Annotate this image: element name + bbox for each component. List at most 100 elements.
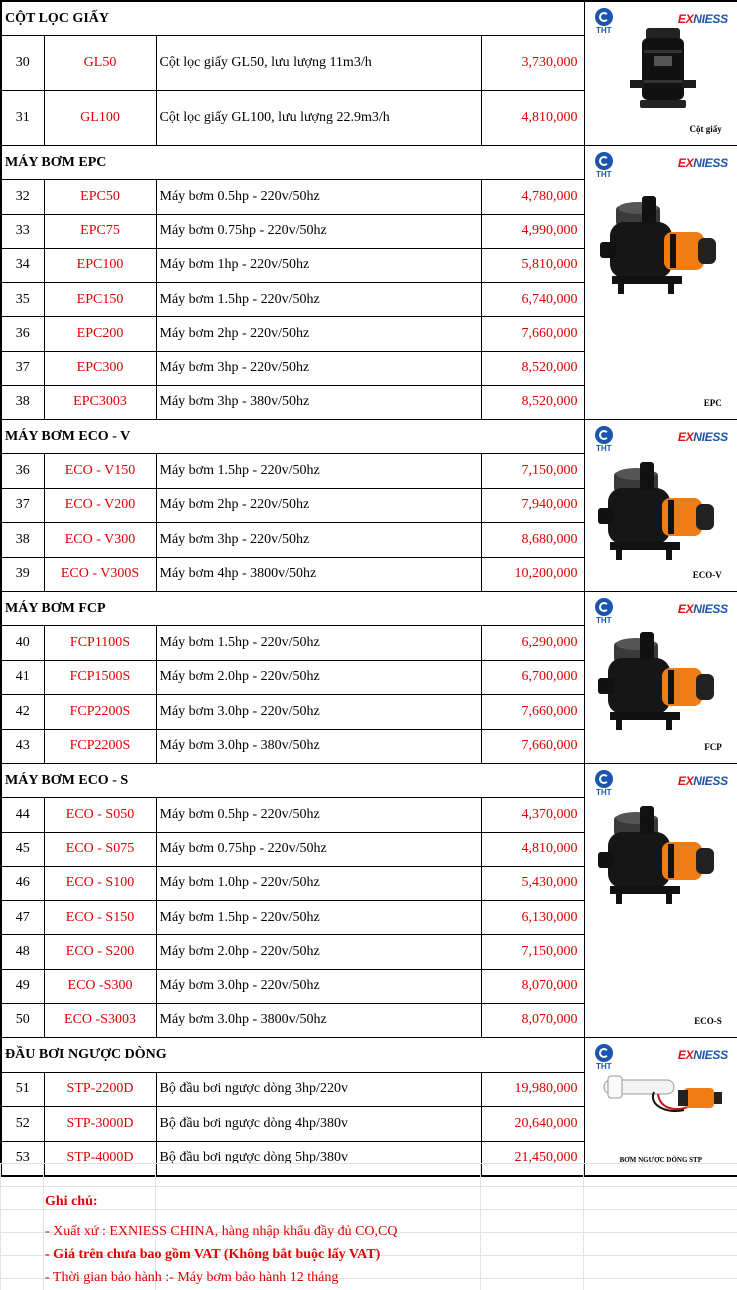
product-description: Máy bơm 0.75hp - 220v/50hz xyxy=(155,213,482,249)
product-price: 8,680,000 xyxy=(480,522,585,558)
row-number: 45 xyxy=(0,831,45,867)
product-code: FCP2200S xyxy=(43,728,157,765)
exniess-logo: EXNIESS xyxy=(678,602,728,616)
product-code: EPC3003 xyxy=(43,384,157,421)
product-price: 5,430,000 xyxy=(480,865,585,902)
exniess-logo-rest: NIESS xyxy=(693,602,728,616)
product-price: 7,660,000 xyxy=(480,728,585,765)
row-number: 36 xyxy=(0,453,45,489)
product-code: FCP1100S xyxy=(43,625,157,661)
product-code: ECO - V300S xyxy=(43,556,157,593)
product-description: Bộ đầu bơi ngược dòng 3hp/220v xyxy=(155,1071,482,1108)
product-caption: Cột giấy xyxy=(689,124,722,134)
product-description: Máy bơm 3.0hp - 220v/50hz xyxy=(155,968,482,1004)
tht-label: THT xyxy=(596,1062,612,1071)
section-title: MÁY BƠM FCP xyxy=(0,590,585,627)
exniess-logo-rest: NIESS xyxy=(693,430,728,444)
tht-label: THT xyxy=(596,26,612,35)
product-code: ECO - S075 xyxy=(43,831,157,867)
product-price: 6,700,000 xyxy=(480,659,585,696)
exniess-logo-accent: EX xyxy=(677,1048,694,1062)
exniess-logo: EXNIESS xyxy=(678,1048,728,1062)
product-code: ECO -S300 xyxy=(43,968,157,1004)
product-code: ECO -S3003 xyxy=(43,1002,157,1039)
product-price: 5,810,000 xyxy=(480,247,585,284)
product-image: THT EXNIESS ECO-S xyxy=(588,765,734,1033)
product-price: 3,730,000 xyxy=(480,35,585,92)
exniess-logo-accent: EX xyxy=(677,12,694,26)
tht-swirl-icon xyxy=(594,8,613,26)
product-price: 20,640,000 xyxy=(480,1106,585,1142)
note-warranty: - Thời gian bảo hành :- Máy bơm bảo hành… xyxy=(45,1270,339,1285)
exniess-logo: EXNIESS xyxy=(678,156,728,170)
tht-label: THT xyxy=(596,444,612,453)
tht-logo: THT xyxy=(594,8,614,35)
product-price: 6,130,000 xyxy=(480,899,585,936)
product-description: Máy bơm 3hp - 220v/50hz xyxy=(155,522,482,558)
section-header-row: ĐẦU BƠI NGƯỢC DÒNG THT EXNIESS BƠM NGƯỢC… xyxy=(0,1037,737,1177)
pool-pump-icon xyxy=(596,622,726,742)
product-code: EPC200 xyxy=(43,316,157,352)
row-number: 32 xyxy=(0,179,45,215)
tht-swirl-icon xyxy=(594,770,613,788)
exniess-logo: EXNIESS xyxy=(678,774,728,788)
product-code: ECO - S150 xyxy=(43,899,157,936)
row-number: 44 xyxy=(0,797,45,833)
product-code: GL100 xyxy=(43,90,157,146)
section-title: ĐẦU BƠI NGƯỢC DÒNG xyxy=(0,1037,585,1073)
product-code: STP-3000D xyxy=(43,1106,157,1142)
exniess-logo: EXNIESS xyxy=(678,430,728,444)
exniess-logo-rest: NIESS xyxy=(693,774,728,788)
section-title: MÁY BƠM EPC xyxy=(0,144,585,181)
exniess-logo-rest: NIESS xyxy=(693,12,728,26)
tht-swirl-icon xyxy=(594,1044,613,1062)
exniess-logo-rest: NIESS xyxy=(693,1048,728,1062)
product-image: THT EXNIESS FCP xyxy=(588,593,734,759)
product-price: 4,990,000 xyxy=(480,213,585,249)
product-price: 8,070,000 xyxy=(480,1002,585,1039)
product-code: FCP1500S xyxy=(43,659,157,696)
product-price: 7,150,000 xyxy=(480,453,585,489)
row-number: 42 xyxy=(0,694,45,730)
grid-line xyxy=(480,1163,481,1290)
product-description: Máy bơm 3.0hp - 220v/50hz xyxy=(155,694,482,730)
product-image: THT EXNIESS BƠM NGƯỢC DÒNG STP xyxy=(588,1038,734,1170)
product-description: Máy bơm 3.0hp - 3800v/50hz xyxy=(155,1002,482,1039)
product-image-cell: THT EXNIESS EPC xyxy=(583,145,737,420)
section-title: MÁY BƠM ECO - V xyxy=(0,418,585,455)
product-price: 4,780,000 xyxy=(480,179,585,215)
cartridge-filter-icon xyxy=(628,20,698,120)
product-code: ECO - V200 xyxy=(43,487,157,524)
product-description: Máy bơm 0.5hp - 220v/50hz xyxy=(155,179,482,215)
product-image: THT EXNIESS EPC xyxy=(588,147,734,415)
tht-label: THT xyxy=(596,170,612,179)
product-caption: ECO-V xyxy=(692,570,722,580)
section-header-row: CỘT LỌC GIẤY THT EXNIESS Cột giấy xyxy=(0,0,737,146)
grid-line xyxy=(583,1163,584,1290)
exniess-logo-rest: NIESS xyxy=(693,156,728,170)
product-code: FCP2200S xyxy=(43,694,157,730)
note-origin: - Xuất xứ : EXNIESS CHINA, hàng nhập khẩ… xyxy=(45,1224,398,1239)
row-number: 50 xyxy=(0,1002,45,1039)
row-number: 49 xyxy=(0,968,45,1004)
section-title: CỘT LỌC GIẤY xyxy=(0,0,585,37)
product-image-cell: THT EXNIESS FCP xyxy=(583,591,737,764)
product-description: Máy bơm 0.75hp - 220v/50hz xyxy=(155,831,482,867)
product-code: EPC100 xyxy=(43,247,157,284)
section-header-row: MÁY BƠM ECO - V THT EXNIESS ECO-V xyxy=(0,418,737,592)
